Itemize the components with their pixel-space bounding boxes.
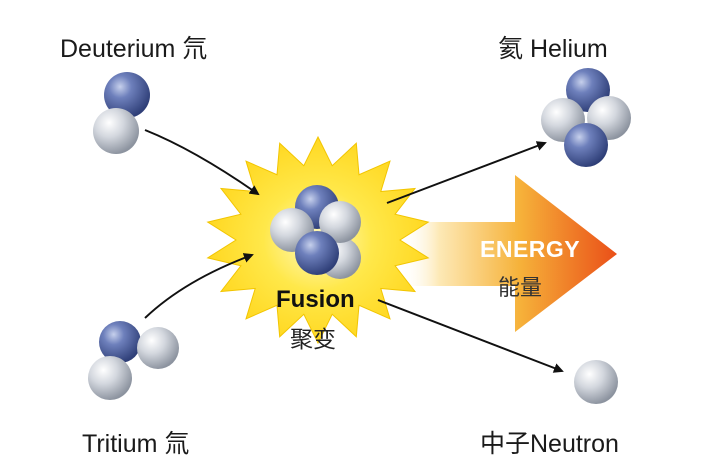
deuterium-neutron (93, 108, 139, 154)
deuterium-arrow (144, 129, 260, 196)
fusion-label-zh: 聚变 (290, 326, 336, 352)
deuterium-label: Deuterium 氘 (60, 35, 208, 63)
tritium-nucleus (88, 321, 179, 400)
tritium-label: Tritium 氚 (82, 430, 190, 458)
tritium-proton (99, 321, 141, 363)
energy-arrow (400, 175, 617, 332)
fusion-proton-bottom (295, 231, 339, 275)
fusion-label: Fusion (276, 286, 355, 313)
neutron-label: 中子Neutron (480, 430, 619, 458)
energy-label-zh: 能量 (498, 275, 543, 300)
free-neutron (574, 360, 618, 404)
tritium-neutron-1 (137, 327, 179, 369)
deuterium-proton (104, 72, 150, 118)
deuterium-nucleus (93, 72, 150, 154)
helium-arrow (386, 141, 547, 204)
tritium-neutron-2 (88, 356, 132, 400)
fusion-neutron-right (319, 201, 361, 243)
energy-label: ENERGY (480, 236, 581, 262)
tritium-arrow (144, 253, 254, 319)
neutron-arrow (377, 299, 564, 373)
helium-proton-bottom (564, 123, 608, 167)
fusion-nucleus-cluster (270, 185, 361, 279)
helium-label: 氦 Helium (498, 35, 608, 63)
helium-nucleus (541, 68, 631, 167)
